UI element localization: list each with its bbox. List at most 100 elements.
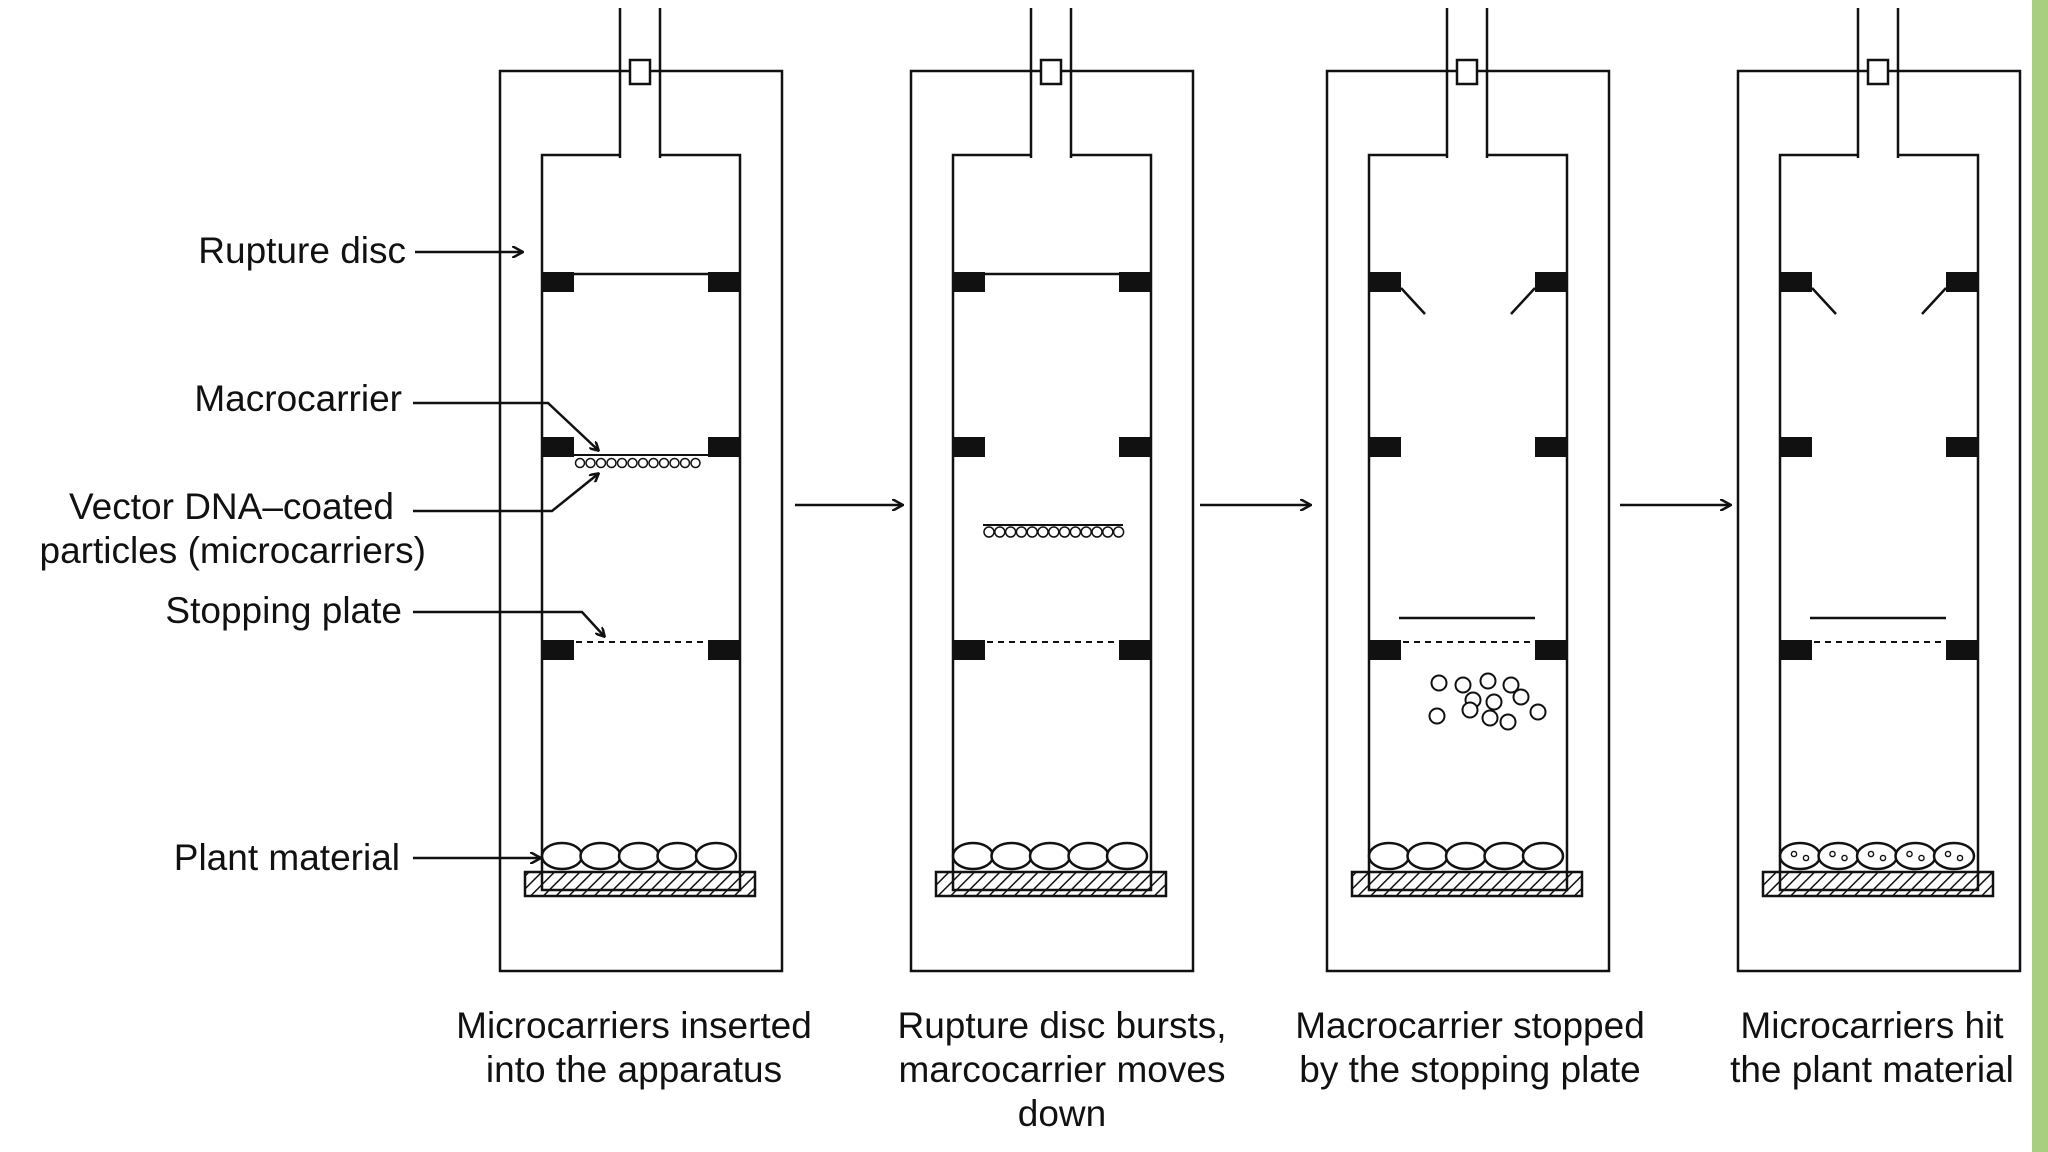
plant-cell	[1067, 841, 1110, 871]
plant-cell	[1406, 841, 1449, 871]
plant-cell	[1028, 841, 1072, 871]
microcarrier	[585, 457, 596, 469]
rupture-mount-left-block	[1780, 272, 1812, 292]
inner-chamber	[1367, 153, 1569, 892]
embedded-microcarrier	[1906, 850, 1913, 858]
embedded-microcarrier	[1944, 850, 1952, 858]
caption-3-line-1: Macrocarrier stopped	[1295, 1005, 1645, 1046]
stopping-mount-right-block	[708, 640, 740, 660]
microcarrier	[627, 457, 638, 469]
caption-2-line-3: down	[1018, 1093, 1106, 1134]
microcarrier	[983, 526, 995, 538]
microcarrier	[1479, 672, 1497, 690]
plant-cell	[1367, 841, 1411, 871]
hatched-base	[523, 870, 757, 898]
apparatus-stage-4	[1736, 8, 2022, 973]
microcarrier	[1080, 526, 1092, 538]
stopping-mount-right-block	[1535, 640, 1567, 660]
tube-opening	[1447, 146, 1487, 160]
embedded-microcarrier	[1956, 854, 1964, 862]
rupture-disc-flap-left	[1400, 287, 1426, 315]
plant-cell	[1444, 841, 1488, 871]
microcarrier	[1499, 713, 1517, 731]
plant-cell	[579, 841, 622, 871]
plant-cell	[540, 841, 584, 871]
microcarrier	[606, 457, 617, 469]
hatched-base	[1350, 870, 1584, 898]
microcarrier	[1430, 674, 1448, 692]
caption-4-line-1: Microcarriers hit	[1740, 1005, 2004, 1046]
embedded-microcarrier	[1790, 850, 1798, 858]
microcarrier	[1502, 676, 1520, 694]
plant-cell	[617, 841, 661, 871]
rupture-mount-left-block	[1369, 272, 1401, 292]
embedded-microcarrier	[1879, 854, 1887, 862]
edge-strip	[2032, 0, 2048, 1152]
tube-opening	[620, 146, 660, 160]
plant-cell	[1894, 841, 1937, 871]
rupture-mount-right-block	[1119, 272, 1151, 292]
plant-cell	[1778, 841, 1822, 871]
inner-chamber	[951, 153, 1153, 892]
stopping-mount-right-block	[1119, 640, 1151, 660]
tube-opening	[1858, 146, 1898, 160]
microcarrier	[1512, 688, 1530, 706]
macrocarrier-mount-right-block	[1535, 437, 1567, 457]
apparatus-stage-1	[498, 8, 784, 973]
microcarrier	[1091, 526, 1103, 538]
macrocarrier-mount-left-block	[953, 437, 985, 457]
plant-cell	[1105, 841, 1149, 871]
side-labels: Rupture disc Macrocarrier Vector DNA–coa…	[40, 230, 426, 878]
plant-cell	[990, 841, 1033, 871]
microcarrier	[1069, 526, 1082, 538]
inner-chamber	[540, 153, 742, 892]
rupture-mount-left-block	[953, 272, 985, 292]
macrocarrier-mount-left-block	[542, 437, 574, 457]
macrocarrier-mount-right-block	[1119, 437, 1151, 457]
caption-3-line-2: by the stopping plate	[1299, 1049, 1640, 1090]
microcarrier	[574, 457, 586, 469]
microcarrier	[648, 457, 659, 469]
embedded-microcarrier	[1829, 850, 1836, 858]
leader-stopping-plate	[413, 610, 604, 636]
label-microcarriers-line1: Vector DNA–coated	[69, 486, 394, 527]
caption-2-line-2: marcocarrier moves	[899, 1049, 1226, 1090]
caption-4-line-2: the plant material	[1730, 1049, 2014, 1090]
embedded-microcarrier	[1867, 850, 1875, 858]
inner-chamber	[1778, 153, 1980, 892]
embedded-microcarrier	[1841, 854, 1848, 862]
microcarrier	[1485, 693, 1503, 711]
embedded-microcarrier	[1918, 854, 1925, 862]
plant-cell	[1483, 841, 1526, 871]
microcarrier	[1454, 676, 1472, 694]
macrocarrier-mount-right-block	[708, 437, 740, 457]
plant-cell	[1855, 841, 1899, 871]
microcarrier	[595, 457, 607, 469]
hatched-base	[1761, 870, 1995, 898]
microcarrier	[1048, 526, 1060, 538]
microcarrier	[1102, 526, 1114, 538]
leader-microcarriers	[413, 474, 598, 513]
rupture-disc-flap-left	[1811, 287, 1837, 315]
caption-1-line-2: into the apparatus	[486, 1049, 782, 1090]
stopping-mount-right-block	[1946, 640, 1978, 660]
microcarrier	[1428, 707, 1446, 725]
microcarrier	[1481, 709, 1499, 727]
valve	[1455, 58, 1479, 86]
microcarrier	[1015, 526, 1028, 538]
microcarrier	[679, 457, 691, 469]
stopping-mount-left-block	[1780, 640, 1812, 660]
macrocarrier-mount-left-block	[1780, 437, 1812, 457]
label-rupture-disc: Rupture disc	[198, 230, 406, 271]
microcarrier	[637, 457, 649, 469]
rupture-disc-flap-right	[1921, 287, 1947, 315]
captions: Microcarriers inserted into the apparatu…	[456, 1005, 2014, 1134]
label-macrocarrier: Macrocarrier	[194, 378, 402, 419]
valve	[628, 58, 652, 86]
rupture-disc-flap-right	[1510, 287, 1536, 315]
rupture-mount-right-block	[1946, 272, 1978, 292]
caption-2-line-1: Rupture disc bursts,	[897, 1005, 1226, 1046]
caption-1-line-1: Microcarriers inserted	[456, 1005, 812, 1046]
macrocarrier-mount-right-block	[1946, 437, 1978, 457]
plant-cell	[1521, 841, 1565, 871]
